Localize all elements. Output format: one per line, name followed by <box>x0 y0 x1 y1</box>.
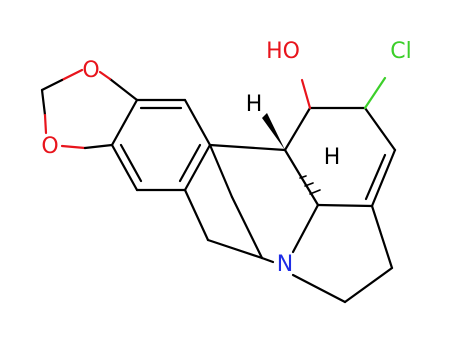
dioxole-ring <box>40 68 139 150</box>
aromatic-ring <box>110 98 212 192</box>
hydrogen-upper-label: H <box>246 92 263 117</box>
bond-to-hydroxyl <box>300 78 312 110</box>
bond <box>260 256 275 264</box>
hydrogen-lower-label: H <box>324 145 341 170</box>
bond <box>183 143 212 192</box>
bond <box>370 148 397 208</box>
bond <box>183 188 210 242</box>
bond <box>206 238 264 260</box>
bond <box>343 266 394 304</box>
bond <box>40 88 47 117</box>
bond-helper <box>232 197 278 205</box>
double-bond-inner <box>178 143 202 183</box>
bond <box>43 113 48 135</box>
bond <box>208 143 234 199</box>
bond <box>110 98 139 147</box>
bond <box>230 195 264 260</box>
hydroxyl-label: HO <box>266 39 300 64</box>
bond <box>283 106 312 152</box>
bond <box>110 143 139 192</box>
bond <box>60 144 87 150</box>
bond <box>83 143 114 150</box>
hashed-wedge-bond <box>299 175 321 195</box>
wedge-bond <box>262 113 285 150</box>
bond <box>98 70 112 81</box>
bond <box>60 68 84 82</box>
bond <box>40 78 64 92</box>
bond <box>291 273 347 304</box>
bond <box>370 204 394 270</box>
bond <box>183 98 212 147</box>
bond <box>316 203 374 208</box>
bond <box>208 143 287 152</box>
double-bond-inner <box>364 153 387 201</box>
chlorine-label: Cl <box>390 39 411 64</box>
double-bond-inner <box>119 143 143 183</box>
nitrogen-label: N <box>277 252 293 277</box>
bond-to-chlorine <box>363 76 387 110</box>
bond <box>363 106 397 152</box>
piperidine-ring <box>183 143 278 264</box>
core-bonds <box>208 106 397 304</box>
bond <box>108 77 139 102</box>
bond <box>291 203 320 254</box>
dioxole-oxygen-bottom-label: O <box>41 134 58 159</box>
dioxole-oxygen-top-label: O <box>82 58 99 83</box>
